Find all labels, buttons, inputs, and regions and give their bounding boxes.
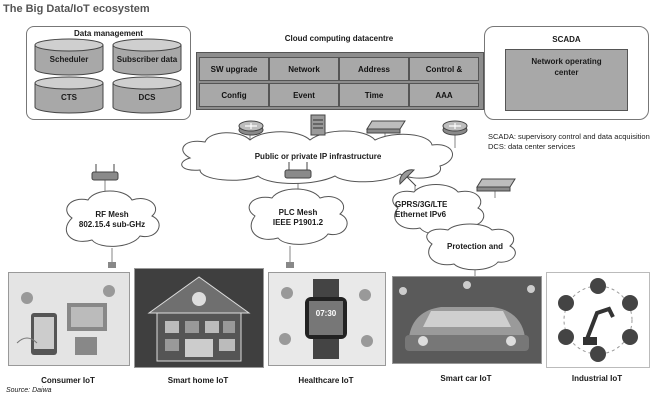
consumer-iot-image <box>8 272 130 366</box>
scheduler-label: Scheduler <box>49 55 89 64</box>
switch-icon <box>476 178 516 192</box>
rf-mesh-line1: RF Mesh <box>95 210 129 219</box>
dcs-label: DCS <box>138 93 156 102</box>
smart-home-iot-caption: Smart home IoT <box>167 376 229 385</box>
ip-infrastructure-label: Public or private IP infrastructure <box>254 152 382 161</box>
consumer-iot-caption: Consumer IoT <box>41 376 95 385</box>
figure-title: The Big Data/IoT ecosystem <box>3 3 150 15</box>
rf-mesh-label: RF Mesh 802.15.4 sub-GHz <box>60 210 164 230</box>
data-management-heading: Data management <box>74 29 143 38</box>
gprs-line1: GPRS/3G/LTE <box>395 200 448 209</box>
router-icon <box>442 120 468 136</box>
noc-line1: Network operating <box>531 57 602 66</box>
scada-note: SCADA: supervisory control and data acqu… <box>488 132 650 141</box>
industrial-iot-image <box>546 272 650 368</box>
cloud-datacentre-panel: SW upgrade Network Address Control & Con… <box>196 52 484 110</box>
smart-car-iot-caption: Smart car IoT <box>440 374 492 383</box>
database-cylinders <box>34 38 182 114</box>
plc-mesh-cloud <box>248 188 348 245</box>
gprs-label: GPRS/3G/LTE Ethernet IPv6 <box>395 200 485 220</box>
source-note: Source: Daiwa <box>6 387 52 394</box>
gprs-cloud <box>392 184 485 235</box>
ip-infrastructure-cloud <box>181 130 453 184</box>
switch-icon <box>366 120 406 134</box>
plc-mesh-line2: IEEE P1901.2 <box>272 218 324 227</box>
protection-label: Protection and <box>446 242 503 251</box>
watch-time-display: 07:30 <box>315 309 337 318</box>
plc-mesh-line1: PLC Mesh <box>278 208 318 217</box>
router-icon <box>238 120 264 136</box>
wireless-router-icon <box>91 164 119 181</box>
dcs-note: DCS: data center services <box>488 142 576 151</box>
healthcare-iot-image: 07:30 <box>268 272 386 366</box>
gprs-line2: Ethernet IPv6 <box>395 210 447 219</box>
scada-heading: SCADA <box>552 35 581 44</box>
noc-line2: center <box>554 68 579 77</box>
scada-panel: SCADA Network operating center <box>484 26 649 120</box>
wireless-router-icon <box>284 162 312 179</box>
smart-car-iot-image <box>392 276 542 364</box>
network-cell: Network <box>269 57 339 81</box>
sw-upgrade-cell: SW upgrade <box>199 57 269 81</box>
time-cell: Time <box>339 83 409 107</box>
event-cell: Event <box>269 83 339 107</box>
control-cell: Control & <box>409 57 479 81</box>
rf-mesh-cloud <box>65 190 160 247</box>
server-icon <box>310 114 326 136</box>
data-management-panel: Data management Scheduler Subscriber dat… <box>26 26 191 120</box>
cloud-datacentre-heading: Cloud computing datacentre <box>284 34 394 43</box>
rf-mesh-line2: 802.15.4 sub-GHz <box>78 220 146 229</box>
aaa-cell: AAA <box>409 83 479 107</box>
network-operating-center-box: Network operating center <box>505 49 628 111</box>
satellite-dish-icon <box>399 169 417 187</box>
industrial-iot-caption: Industrial IoT <box>571 374 623 383</box>
subscriber-data-label: Subscriber data <box>116 55 178 64</box>
cts-label: CTS <box>61 93 77 102</box>
address-cell: Address <box>339 57 409 81</box>
smart-home-iot-image <box>134 268 264 368</box>
plc-mesh-label: PLC Mesh IEEE P1901.2 <box>248 208 348 228</box>
protection-cloud <box>426 223 516 271</box>
healthcare-iot-caption: Healthcare IoT <box>298 376 354 385</box>
config-cell: Config <box>199 83 269 107</box>
